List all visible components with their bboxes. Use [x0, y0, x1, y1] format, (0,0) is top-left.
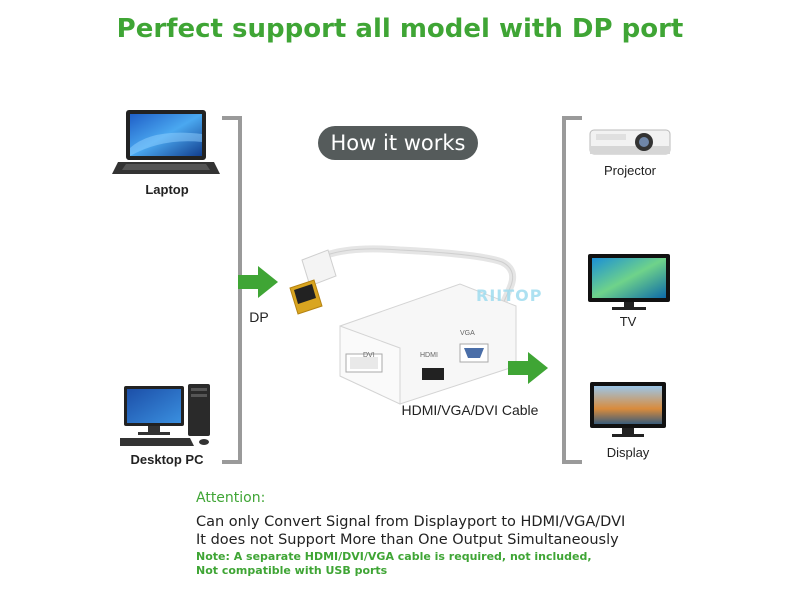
attention-note-2: Not compatible with USB ports: [196, 564, 388, 577]
projector-label: Projector: [603, 163, 657, 178]
attention-line-2: It does not Support More than One Output…: [196, 532, 619, 548]
cable-label: HDMI/VGA/DVI Cable: [401, 402, 539, 418]
port-dvi-label: DVI: [363, 352, 375, 359]
display-label: Display: [606, 445, 650, 460]
desktop-pc-icon: [120, 384, 210, 446]
adapter-image: [289, 245, 517, 405]
laptop-label: Laptop: [145, 182, 189, 197]
attention-note-1: Note: A separate HDMI/DVI/VGA cable is r…: [196, 550, 592, 563]
display-icon: [590, 382, 666, 437]
port-vga-label: VGA: [460, 330, 475, 337]
brand-watermark: RIITOP: [476, 286, 543, 305]
tv-label: TV: [619, 314, 637, 329]
tv-icon: [588, 254, 670, 310]
dp-label: DP: [249, 309, 269, 325]
port-hdmi-label: HDMI: [420, 352, 438, 359]
page-title: Perfect support all model with DP port: [116, 14, 684, 44]
right-bracket: [562, 116, 582, 464]
desktop-pc-label: Desktop PC: [130, 452, 204, 467]
output-arrow-icon: [508, 352, 548, 384]
attention-heading: Attention:: [196, 490, 266, 506]
dp-arrow-icon: [238, 266, 278, 298]
attention-line-1: Can only Convert Signal from Displayport…: [196, 514, 626, 530]
how-it-works-badge: How it works: [318, 126, 478, 160]
projector-icon: [589, 129, 671, 155]
left-bracket: [222, 116, 242, 464]
laptop-icon: [112, 110, 220, 174]
